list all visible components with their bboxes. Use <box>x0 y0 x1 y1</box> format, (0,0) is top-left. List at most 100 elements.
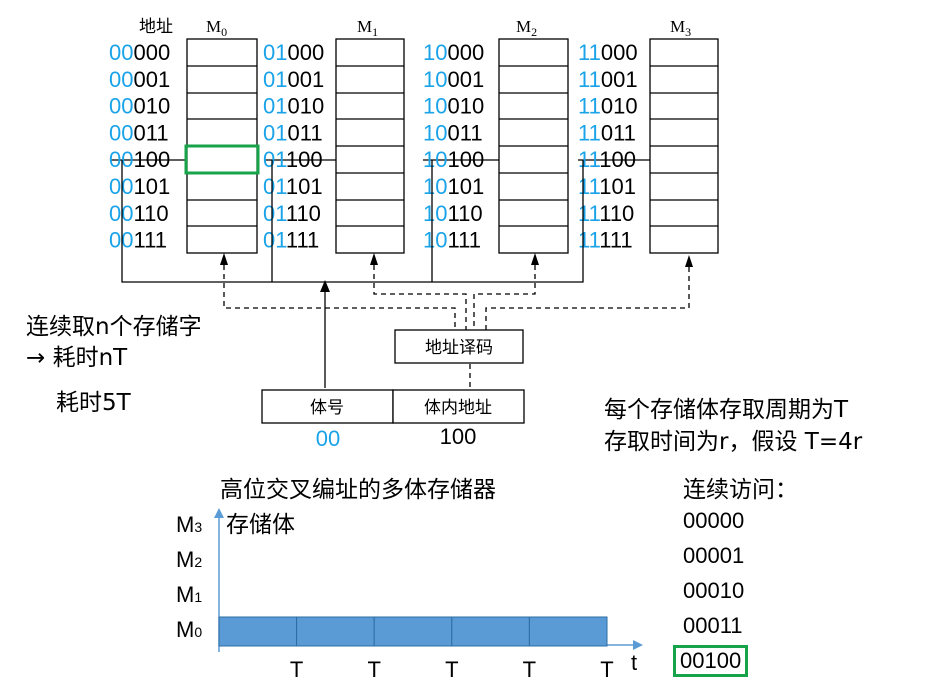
offset-field <box>392 389 525 424</box>
address-prefix: 10 <box>423 201 447 226</box>
address-prefix: 00 <box>109 201 133 226</box>
address-prefix: 00 <box>109 228 133 253</box>
access-item: 00001 <box>683 543 745 568</box>
tick-label: T <box>523 657 536 682</box>
x-axis-arrow <box>633 640 643 650</box>
address-labels: 0000000001000100001100100001010011000111… <box>109 40 638 253</box>
address-suffix: 101 <box>286 174 323 199</box>
bank-number-value: 00 <box>316 426 340 451</box>
y-axis-label: 存储体 <box>226 512 295 538</box>
address-suffix: 100 <box>133 147 170 172</box>
address-label: 11101 <box>578 174 636 199</box>
access-item: 00010 <box>683 578 745 603</box>
address-suffix: 001 <box>447 67 484 92</box>
address-label: 01101 <box>263 174 323 199</box>
address-prefix: 11 <box>578 120 601 145</box>
address-prefix: 11 <box>578 228 601 253</box>
memory-module-m3 <box>649 38 719 254</box>
address-label: 11001 <box>578 67 638 92</box>
address-label: 10000 <box>423 40 484 65</box>
highlighted-cell <box>184 144 260 175</box>
address-suffix: 111 <box>286 228 319 253</box>
busy-bar <box>528 616 608 647</box>
address-prefix: 11 <box>578 94 601 119</box>
address-label: 10100 <box>423 147 484 172</box>
address-prefix: 10 <box>423 147 447 172</box>
address-prefix: 10 <box>423 228 447 253</box>
busy-bar <box>451 616 530 647</box>
address-label: 00101 <box>109 174 170 199</box>
address-prefix: 01 <box>263 40 287 65</box>
address-prefix: 00 <box>109 174 133 199</box>
address-suffix: 110 <box>286 201 321 226</box>
address-label: 01010 <box>263 94 324 119</box>
address-suffix: 010 <box>601 94 638 119</box>
address-suffix: 000 <box>133 40 170 65</box>
busy-bar <box>218 616 298 647</box>
address-label: 10010 <box>423 94 484 119</box>
continuous-note-line1: 连续取n个存储字 <box>26 314 202 340</box>
access-item: 00100 <box>673 645 749 677</box>
access-item: 00011 <box>683 613 743 638</box>
address-prefix: 11 <box>578 174 601 199</box>
address-suffix: 001 <box>601 67 638 92</box>
address-suffix: 100 <box>286 147 323 172</box>
y-axis-arrow <box>214 508 224 518</box>
address-prefix: 11 <box>578 40 601 65</box>
address-label: 01111 <box>263 228 319 253</box>
address-suffix: 011 <box>287 120 322 145</box>
address-label: 11000 <box>578 40 638 65</box>
address-label: 00000 <box>109 40 170 65</box>
address-label: 01100 <box>263 147 323 172</box>
busy-bar <box>296 616 375 647</box>
address-prefix: 11 <box>578 201 601 226</box>
address-prefix: 01 <box>263 228 287 253</box>
address-label: 11110 <box>578 201 634 226</box>
address-suffix: 110 <box>447 201 482 226</box>
busy-bar <box>373 616 453 647</box>
tick-label: T <box>367 657 380 682</box>
address-suffix: 111 <box>599 228 632 253</box>
address-label: 11111 <box>578 228 633 253</box>
address-prefix: 01 <box>263 201 287 226</box>
address-label: 11010 <box>578 94 638 119</box>
cycle-note-line1: 每个存储体存取周期为T <box>604 397 849 423</box>
access-item: 00000 <box>683 508 745 533</box>
memory-module-m2 <box>498 38 569 254</box>
bank-select-bus <box>121 160 584 388</box>
address-suffix: 101 <box>447 174 484 199</box>
address-suffix: 111 <box>447 228 480 253</box>
address-suffix: 001 <box>133 67 170 92</box>
row-label: M3 <box>176 512 203 537</box>
time-5t-note: 耗时5T <box>56 390 131 416</box>
address-label: 00110 <box>109 201 169 226</box>
address-prefix: 10 <box>423 174 447 199</box>
address-label: 01011 <box>263 120 323 145</box>
address-suffix: 001 <box>287 67 324 92</box>
module-label-m1: M1 <box>357 17 378 39</box>
address-header: 地址 <box>139 17 173 37</box>
address-decoder <box>394 329 524 364</box>
address-prefix: 10 <box>423 120 447 145</box>
address-prefix: 10 <box>423 40 447 65</box>
decoder-arrowheads <box>220 253 693 267</box>
address-suffix: 000 <box>447 40 484 65</box>
address-label: 10001 <box>423 67 484 92</box>
address-prefix: 00 <box>109 120 133 145</box>
cycle-note-line2: 存取时间为r，假设 T=4r <box>604 429 863 455</box>
address-prefix: 00 <box>109 94 133 119</box>
module-label-m2: M2 <box>516 17 537 39</box>
address-label: 11011 <box>578 120 636 145</box>
address-label: 10011 <box>423 120 483 145</box>
row-label: M2 <box>176 547 203 572</box>
address-suffix: 000 <box>601 40 638 65</box>
memory-module-m1 <box>335 38 405 254</box>
row-label: M1 <box>176 582 203 607</box>
address-suffix: 101 <box>133 174 170 199</box>
x-axis-label: t <box>631 650 637 675</box>
address-label: 00111 <box>109 228 167 253</box>
address-prefix: 00 <box>109 40 133 65</box>
